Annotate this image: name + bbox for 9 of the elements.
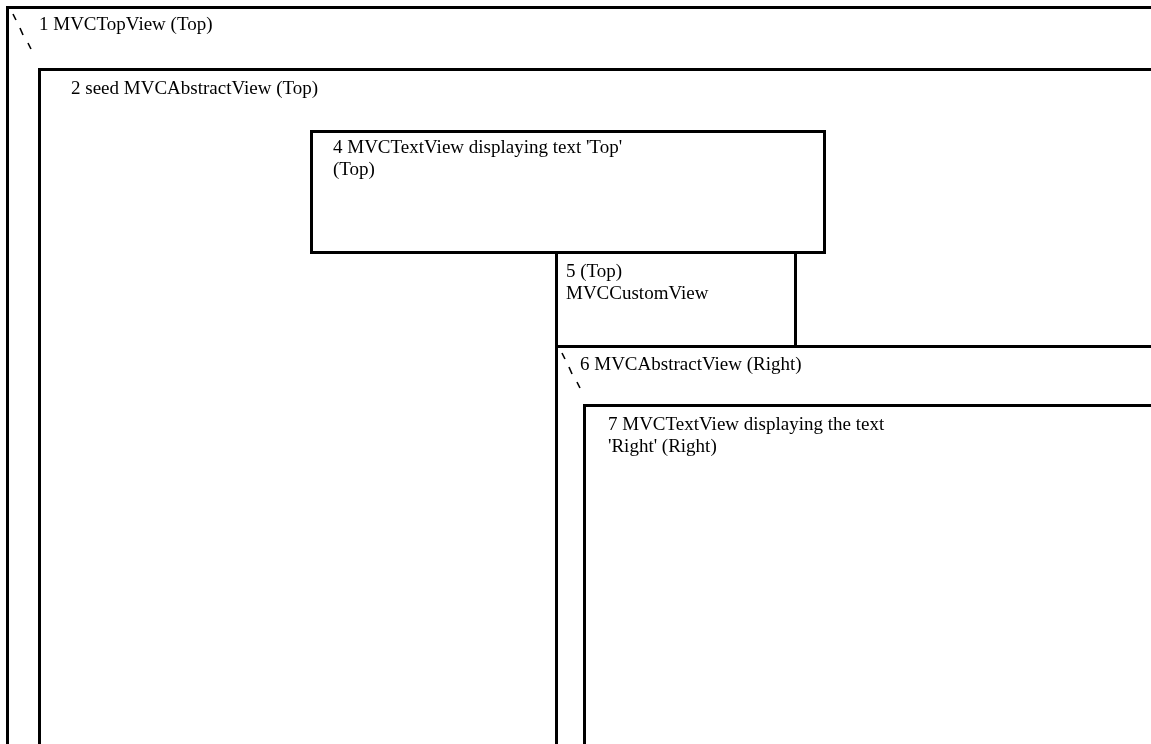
view-label: 4 MVCTextView displaying text 'Top' (Top): [333, 136, 624, 180]
view-box: [310, 130, 826, 254]
view-label: 1 MVCTopView (Top): [39, 13, 213, 35]
view-label: 2 seed MVCAbstractView (Top): [71, 77, 319, 99]
view-box: [583, 404, 1151, 744]
view-box: [555, 345, 1151, 744]
view-label: 5 (Top) MVCCustomView: [566, 260, 710, 304]
view-label: 7 MVCTextView displaying the text 'Right' (Right): [608, 413, 886, 457]
view-label: 6 MVCAbstractView (Right): [580, 353, 802, 375]
